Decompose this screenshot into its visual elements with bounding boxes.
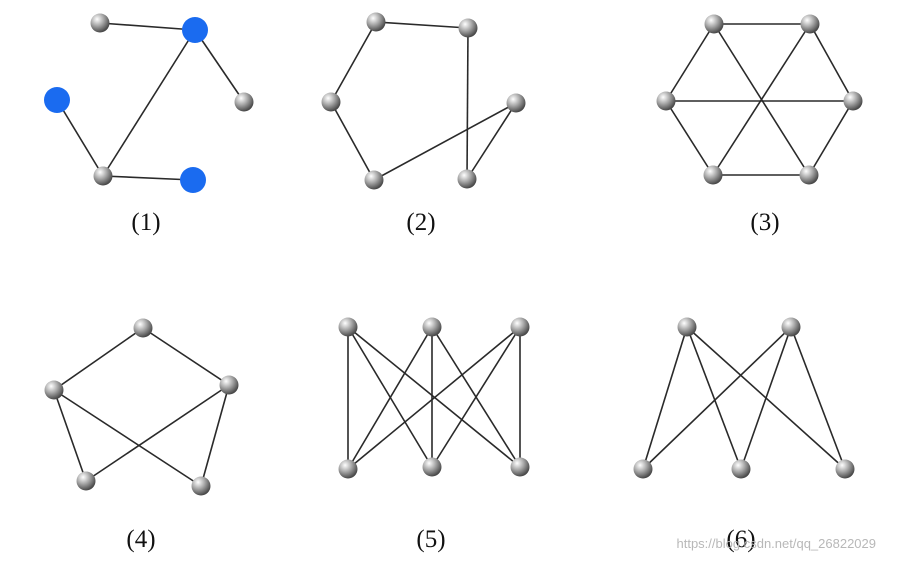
highlighted-node [182, 17, 208, 43]
graph-3: (3) [656, 14, 863, 236]
edge-top-right [142, 327, 230, 386]
node [422, 457, 442, 477]
graph-caption: (1) [131, 209, 160, 236]
edge-u2-v1 [347, 326, 433, 470]
edge-l-b1 [665, 100, 714, 176]
edge-u3-v2 [431, 326, 521, 468]
node [321, 92, 341, 112]
edge-e-f [330, 101, 375, 181]
node [338, 459, 358, 479]
edge-u2-v2 [740, 326, 792, 470]
graph-caption: (6) [726, 526, 755, 553]
edge-u2-v1 [642, 326, 792, 470]
graph-1: (1) [44, 13, 254, 236]
node [731, 459, 751, 479]
edge-u2-v3 [790, 326, 846, 470]
node [677, 317, 697, 337]
node [703, 165, 723, 185]
graph-6: (6) [633, 317, 855, 553]
node [633, 459, 653, 479]
graph-4: (4) [44, 318, 239, 553]
edge-a-b [375, 21, 469, 29]
edge-right-bl [85, 384, 230, 482]
edge-c-e [56, 99, 104, 177]
edge-b-d [466, 27, 469, 180]
node [799, 165, 819, 185]
node [843, 91, 863, 111]
watermark-text: https://blog.csdn.net/qq_26822029 [677, 536, 877, 551]
node [510, 457, 530, 477]
edge-t2-b1 [712, 23, 811, 176]
edge-c-e [373, 102, 517, 181]
node [338, 317, 358, 337]
edge-e-f [102, 175, 194, 181]
node [76, 471, 96, 491]
graph-caption: (2) [406, 209, 435, 236]
edge-top-left [53, 327, 144, 391]
graph-5: (5) [338, 317, 530, 553]
node [90, 13, 110, 33]
edge-u1-v2 [686, 326, 742, 470]
graph-2: (2) [321, 12, 526, 236]
edge-u3-v1 [347, 326, 521, 470]
edge-t2-r [809, 23, 854, 102]
edge-t1-l [665, 23, 715, 102]
edge-b-e [102, 29, 196, 177]
edge-a-b [99, 22, 196, 31]
node [704, 14, 724, 34]
edge-left-bl [53, 389, 87, 482]
node [364, 170, 384, 190]
edge-c-d [466, 102, 517, 180]
node [835, 459, 855, 479]
node [366, 12, 386, 32]
graph-caption: (3) [750, 209, 779, 236]
edge-right-br [200, 384, 230, 487]
edge-a-f [330, 21, 377, 103]
node [133, 318, 153, 338]
node [800, 14, 820, 34]
edge-r-b2 [808, 100, 854, 176]
node [44, 380, 64, 400]
highlighted-node [180, 167, 206, 193]
node [781, 317, 801, 337]
edge-u1-v1 [642, 326, 688, 470]
node [457, 169, 477, 189]
node [234, 92, 254, 112]
node [219, 375, 239, 395]
highlighted-node [44, 87, 70, 113]
node [458, 18, 478, 38]
edge-left-br [53, 389, 202, 487]
node [506, 93, 526, 113]
node [191, 476, 211, 496]
node [656, 91, 676, 111]
node [422, 317, 442, 337]
node [510, 317, 530, 337]
graph-caption: (5) [416, 526, 445, 553]
edge-b-d [194, 29, 245, 103]
graph-caption: (4) [126, 526, 155, 553]
node [93, 166, 113, 186]
